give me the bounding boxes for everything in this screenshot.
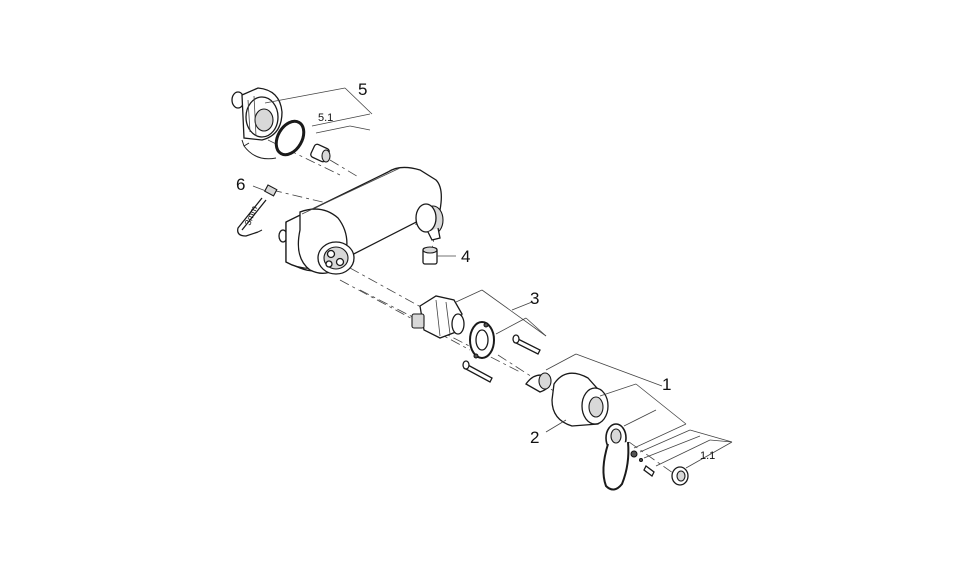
- callout-1-1: 1.1: [700, 450, 715, 462]
- leader-lines-2: [545, 419, 567, 433]
- part-5-connector: [231, 87, 283, 160]
- part-3-flange-ring: [469, 321, 495, 359]
- callout-6: 6: [236, 175, 245, 194]
- part-1-cap: [525, 372, 552, 393]
- callout-4: 4: [461, 247, 470, 266]
- callout-5-1: 5.1: [318, 112, 333, 124]
- callout-5: 5: [358, 80, 367, 99]
- part-6-hex-key: [237, 197, 267, 237]
- part-3-screw-a: [512, 334, 541, 355]
- part-1-sleeve: [551, 372, 609, 427]
- part-5-1-o-ring: [274, 119, 306, 157]
- leader-lines-3: [455, 289, 547, 337]
- part-1-lever: [602, 423, 630, 491]
- callout-2: 2: [530, 428, 539, 447]
- part-1-1-small-parts: [630, 450, 689, 486]
- leader-lines-1: [545, 353, 733, 469]
- part-5-1-insert: [310, 143, 331, 163]
- part-3-cartridge: [411, 295, 465, 339]
- callout-3: 3: [530, 289, 539, 308]
- mixer-body: [278, 166, 444, 275]
- part-4-insert: [422, 246, 456, 265]
- callout-1: 1: [662, 375, 671, 394]
- leader-lines-5: [264, 87, 373, 134]
- part-3-screw-b: [462, 360, 493, 383]
- leader-lines-6: [252, 185, 267, 192]
- part-6-grub-screw: [263, 184, 278, 197]
